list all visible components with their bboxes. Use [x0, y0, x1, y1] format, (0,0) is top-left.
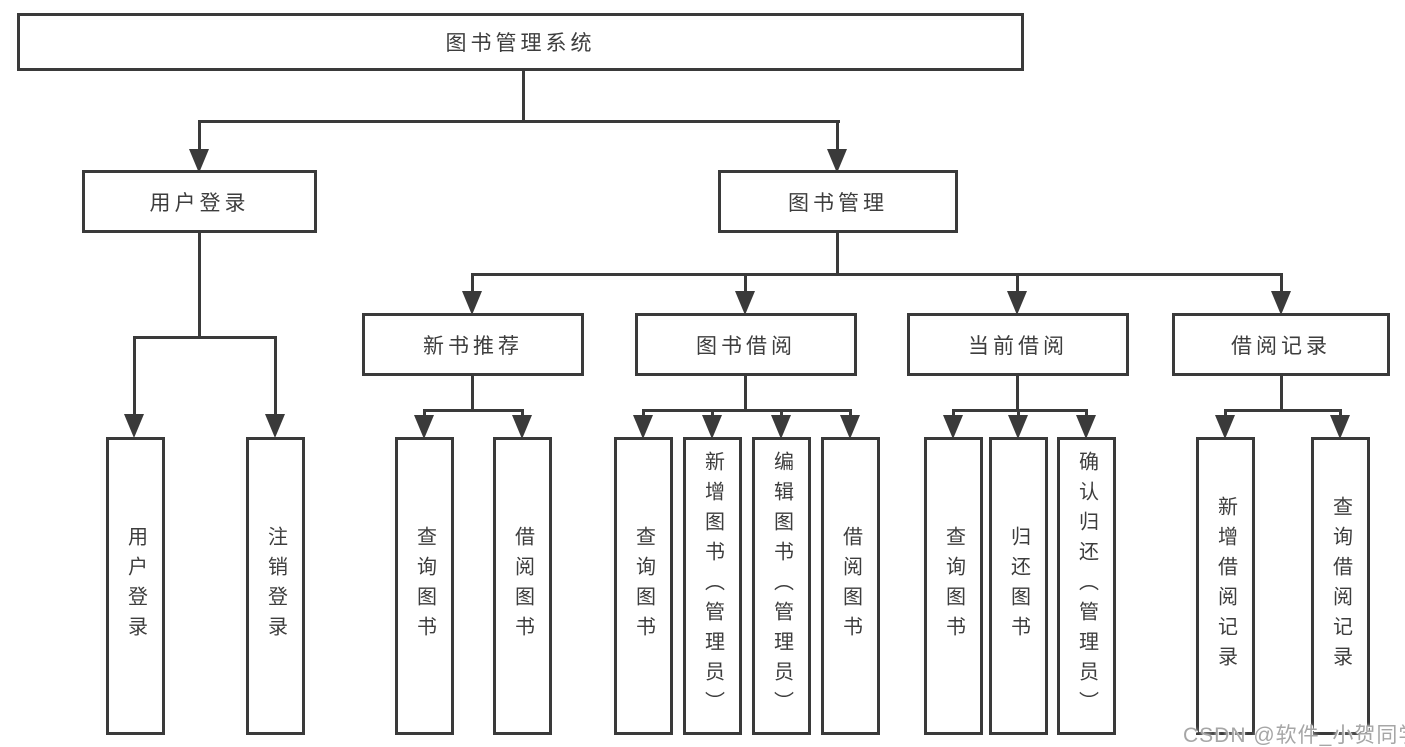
node-user-login: 用户登录 [82, 170, 317, 233]
leaf-label: 确认归还（管理员） [1075, 451, 1098, 721]
connector-borrowing-records-leaf-bar [1224, 409, 1342, 412]
arrowhead-current-borrowing [1007, 291, 1027, 315]
arrowhead-leaf [702, 415, 722, 439]
node-label: 图书管理系统 [445, 32, 596, 55]
node-borrowing-records: 借阅记录 [1172, 313, 1390, 376]
leaf-borrow-books-recommend: 借阅图书 [493, 437, 552, 735]
leaf-confirm-return-admin: 确认归还（管理员） [1057, 437, 1116, 735]
leaf-label: 查询图书 [942, 526, 965, 646]
connector-stub-borrowing-records [1280, 376, 1283, 409]
leaf-label: 查询图书 [413, 526, 436, 646]
connector-stub-new-book [471, 376, 474, 409]
node-library-management-system: 图书管理系统 [17, 13, 1024, 71]
leaf-label: 用户登录 [124, 526, 147, 646]
connector-stem-leaf [642, 409, 645, 417]
leaf-label: 借阅图书 [839, 526, 862, 646]
arrowhead-leaf [771, 415, 791, 439]
node-book-borrowing: 图书借阅 [635, 313, 857, 376]
leaf-add-borrow-record: 新增借阅记录 [1196, 437, 1255, 735]
connector-current-borrowing-leaf-bar [952, 409, 1088, 412]
connector-stem-new-book [471, 273, 474, 291]
leaf-user-login: 用户登录 [106, 437, 165, 735]
leaf-query-books-borrowing: 查询图书 [614, 437, 673, 735]
arrowhead-leaf [943, 415, 963, 439]
leaf-query-books-current: 查询图书 [924, 437, 983, 735]
leaf-edit-book-admin: 编辑图书（管理员） [752, 437, 811, 735]
leaf-label: 编辑图书（管理员） [770, 451, 793, 721]
connector-book-borrowing-leaf-bar [642, 409, 852, 412]
node-label: 图书管理 [788, 191, 888, 215]
connector-stem-leaf [1017, 409, 1020, 417]
leaf-borrow-books: 借阅图书 [821, 437, 880, 735]
leaf-label: 借阅图书 [511, 526, 534, 646]
connector-stem-leaf [1224, 409, 1227, 417]
arrowhead-leaf-login [124, 414, 144, 438]
node-label: 当前借阅 [968, 334, 1068, 358]
arrowhead-book-management [827, 149, 847, 173]
connector-stem-book-borrowing [744, 273, 747, 291]
leaf-label: 注销登录 [264, 526, 287, 646]
leaf-label: 查询借阅记录 [1329, 496, 1352, 676]
connector-stem-leaf [711, 409, 714, 417]
connector-stem-user-login [198, 120, 201, 149]
connector-stem-leaf-login [133, 336, 136, 414]
node-label: 新书推荐 [423, 334, 523, 358]
connector-stem-leaf [1085, 409, 1088, 417]
arrowhead-leaf [633, 415, 653, 439]
arrowhead-leaf [1008, 415, 1028, 439]
arrowhead-leaf [1215, 415, 1235, 439]
arrowhead-leaf-logout [265, 414, 285, 438]
leaf-label: 归还图书 [1007, 526, 1030, 646]
connector-stub-book-borrowing [744, 376, 747, 409]
leaf-add-book-admin: 新增图书（管理员） [683, 437, 742, 735]
arrowhead-new-book [462, 291, 482, 315]
connector-stem-leaf [1339, 409, 1342, 417]
connector-stub-current-borrowing [1016, 376, 1019, 409]
arrowhead-book-borrowing [735, 291, 755, 315]
leaf-label: 新增借阅记录 [1214, 496, 1237, 676]
connector-stem-leaf [952, 409, 955, 417]
connector-level2-bar [198, 120, 840, 123]
connector-stem-leaf [780, 409, 783, 417]
connector-stem-leaf [423, 409, 426, 417]
node-label: 借阅记录 [1231, 334, 1331, 358]
leaf-query-books-recommend: 查询图书 [395, 437, 454, 735]
arrowhead-user-login [189, 149, 209, 173]
connector-stem-leaf [521, 409, 524, 417]
node-current-borrowing: 当前借阅 [907, 313, 1129, 376]
leaf-logout: 注销登录 [246, 437, 305, 735]
arrowhead-leaf [414, 415, 434, 439]
leaf-label: 新增图书（管理员） [701, 451, 724, 721]
connector-stub-user-login [198, 232, 201, 336]
arrowhead-leaf [512, 415, 532, 439]
leaf-query-borrow-record: 查询借阅记录 [1311, 437, 1370, 735]
connector-level3-bar [471, 273, 1283, 276]
leaf-label: 查询图书 [632, 526, 655, 646]
connector-stem-book-management [836, 120, 839, 149]
arrowhead-leaf [1076, 415, 1096, 439]
connector-user-login-bar [133, 336, 277, 339]
csdn-watermark: CSDN @软件_小贺同学 [1183, 724, 1405, 747]
node-label: 图书借阅 [696, 334, 796, 358]
connector-root-trunk [522, 70, 525, 120]
node-book-management: 图书管理 [718, 170, 958, 233]
connector-stem-leaf [849, 409, 852, 417]
connector-new-book-leaf-bar [423, 409, 523, 412]
connector-stem-leaf-logout [274, 336, 277, 414]
arrowhead-borrowing-records [1271, 291, 1291, 315]
node-label: 用户登录 [149, 191, 250, 215]
connector-stem-borrowing-records [1280, 273, 1283, 291]
node-new-book-recommendation: 新书推荐 [362, 313, 584, 376]
arrowhead-leaf [840, 415, 860, 439]
arrowhead-leaf [1330, 415, 1350, 439]
connector-stem-current-borrowing [1016, 273, 1019, 291]
leaf-return-books: 归还图书 [989, 437, 1048, 735]
connector-stub-book-management [836, 232, 839, 273]
